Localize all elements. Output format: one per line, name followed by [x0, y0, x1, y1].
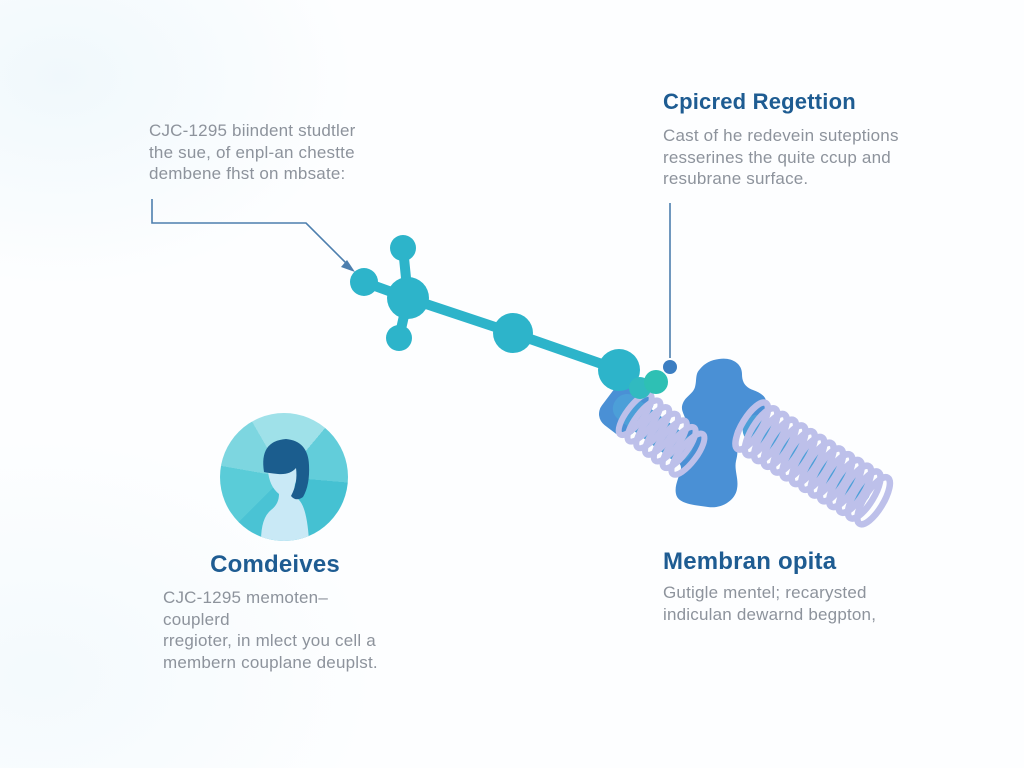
- annotation-line: rregioter, in mlect you cell a: [163, 631, 376, 650]
- heading-bottom-right: Membran opita: [663, 548, 837, 575]
- annotation-bottom-right: Membran opita Gutigle mentel; recarysted…: [663, 549, 876, 625]
- annotation-line: membern couplane deuplst.: [163, 652, 378, 672]
- annotation-line: the sue, of enpl-an chestte: [149, 142, 355, 162]
- annotation-line: Cast of he redevein suteptions: [663, 126, 899, 145]
- membrane-coil-ring: [642, 410, 682, 458]
- connector-line-top-right: [663, 203, 677, 374]
- annotation-line: CJC-1295 biindent studtler: [149, 121, 356, 140]
- person-avatar-illustration: [220, 413, 348, 541]
- annotation-top-right: Cpicred Regettion Cast of he redevein su…: [663, 90, 899, 190]
- membrane-coil-ring: [854, 473, 894, 528]
- connector-polyline: [151, 199, 351, 268]
- heading-bottom-left: Comdeives: [210, 551, 340, 578]
- membrane-coil-ring: [668, 430, 708, 478]
- membrane-coil-ring: [633, 404, 673, 452]
- annotation-line: resserines the quite ccup and: [663, 147, 891, 167]
- molecule-atom: [387, 277, 429, 319]
- avatar-hair: [263, 439, 310, 500]
- receptor-blob: [665, 358, 767, 508]
- membrane-coil-ring: [615, 390, 655, 439]
- molecule-atom: [386, 325, 412, 351]
- annotation-line: Gutigle mentel; recarysted: [663, 583, 867, 602]
- membrane-coil-ring: [624, 397, 664, 445]
- annotation-line: indiculan dewarnd begpton,: [663, 604, 877, 624]
- connector-endpoint-dot: [663, 360, 677, 374]
- annotation-line: resubrane surface.: [663, 169, 809, 188]
- molecule-atom: [390, 235, 416, 261]
- molecule-atom: [644, 370, 668, 394]
- annotation-bottom-left: Comdeives CJC-1295 memoten–couplerd rreg…: [160, 552, 390, 673]
- molecule-atom: [598, 349, 640, 391]
- annotation-top-left: CJC-1295 biindent studtler the sue, of e…: [149, 120, 355, 185]
- peptide-molecule-illustration: [350, 235, 668, 399]
- heading-top-right: Cpicred Regettion: [663, 89, 856, 114]
- membrane-coil-ring: [844, 468, 884, 522]
- molecule-atom: [493, 313, 533, 353]
- connector-arrow-top-left: [151, 199, 355, 272]
- annotation-line: CJC-1295 memoten–couplerd: [163, 588, 328, 629]
- membrane-coil-ring: [650, 417, 690, 465]
- annotation-line: dembene fhst on mbsate:: [149, 164, 346, 183]
- membrane-receptor-illustration: [598, 358, 894, 528]
- membrane-coil-ring: [659, 423, 699, 472]
- arrowhead-icon: [341, 260, 355, 272]
- avatar-person-silhouette: [261, 439, 310, 541]
- molecule-atom: [350, 268, 378, 296]
